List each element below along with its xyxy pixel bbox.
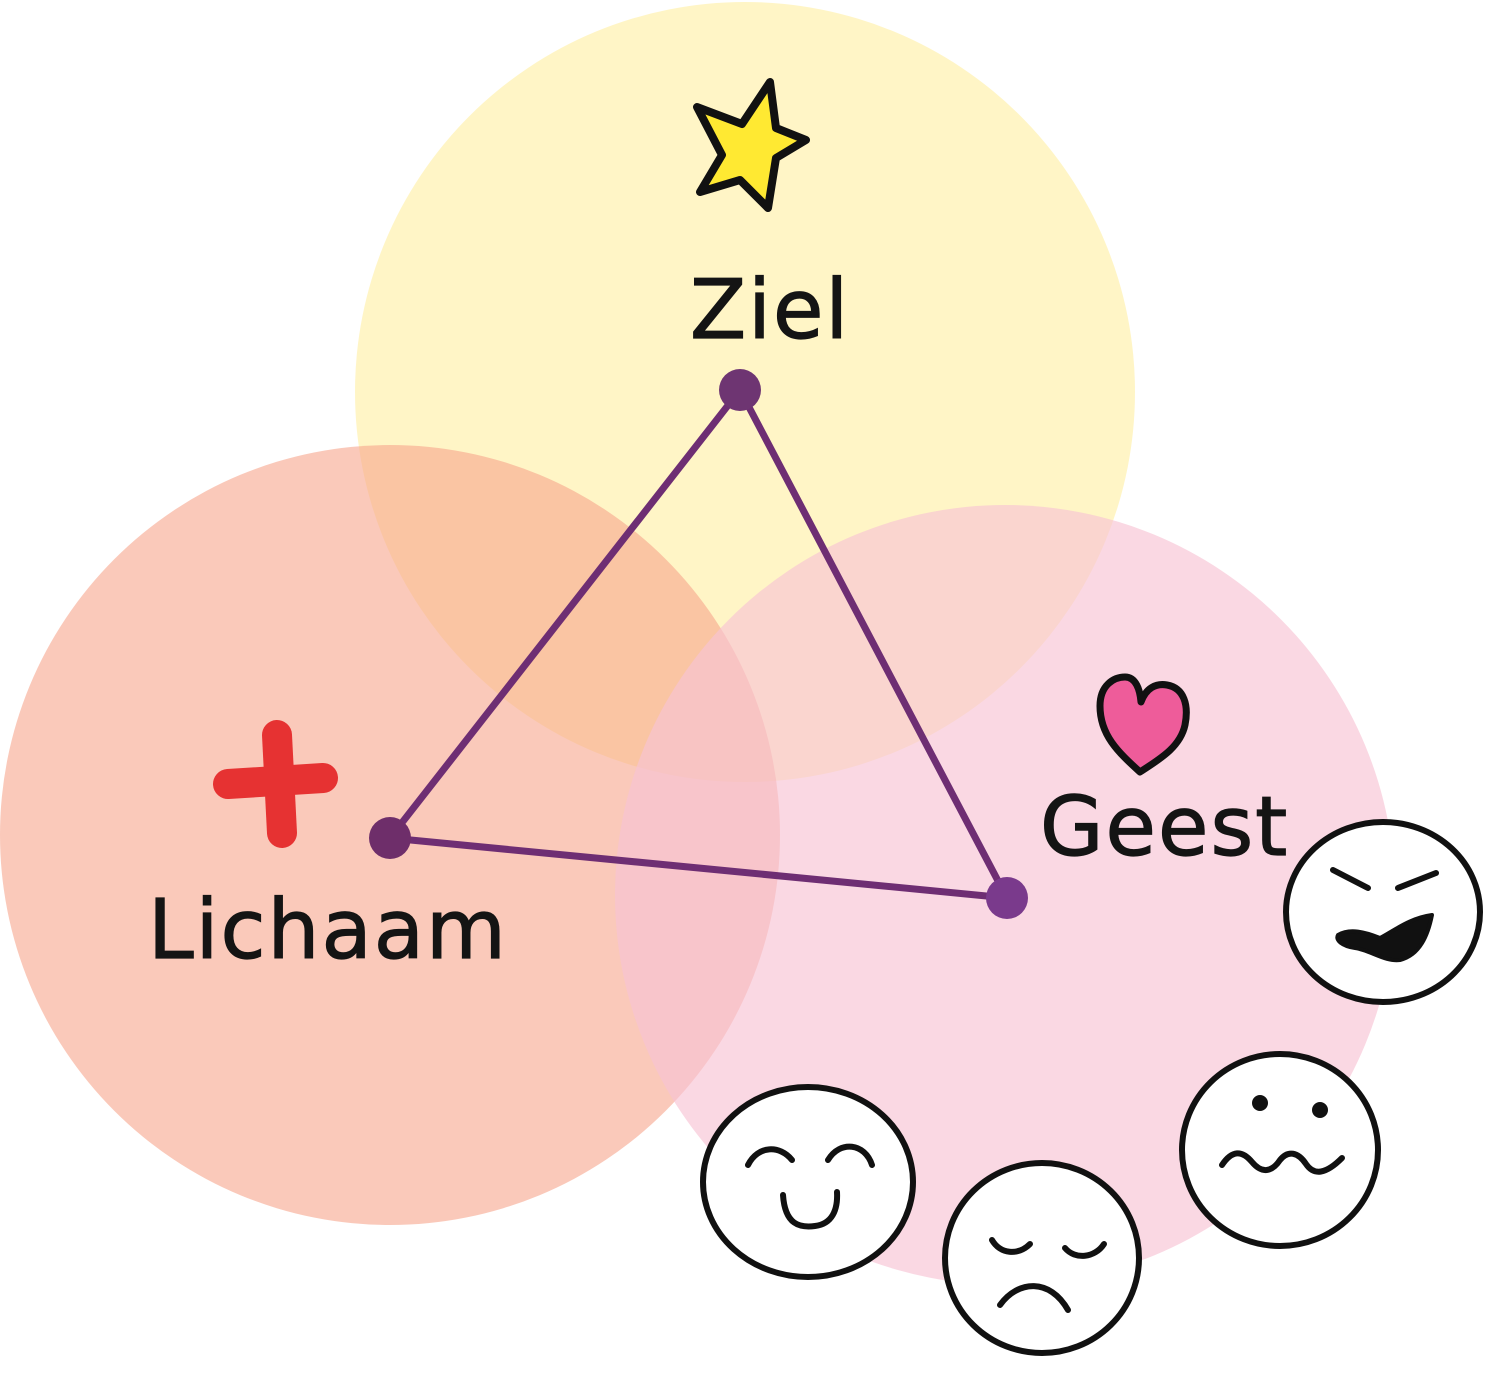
star-icon [693,78,810,212]
mind-node [986,877,1028,919]
connection-triangle [369,369,1028,919]
mind-label: Geest [1040,780,1289,875]
red-cross-icon [213,720,338,848]
heart-icon [1096,673,1190,776]
body-node [369,817,411,859]
happy-face-icon [700,1084,916,1280]
sad-face-icon [942,1160,1142,1356]
soul-node [719,369,761,411]
body-label: Lichaam [148,883,508,978]
soul-label: Ziel [690,263,850,358]
angry-face-icon [1283,819,1483,1005]
worried-face-icon [1179,1051,1381,1249]
triangle-lines [386,386,1011,902]
